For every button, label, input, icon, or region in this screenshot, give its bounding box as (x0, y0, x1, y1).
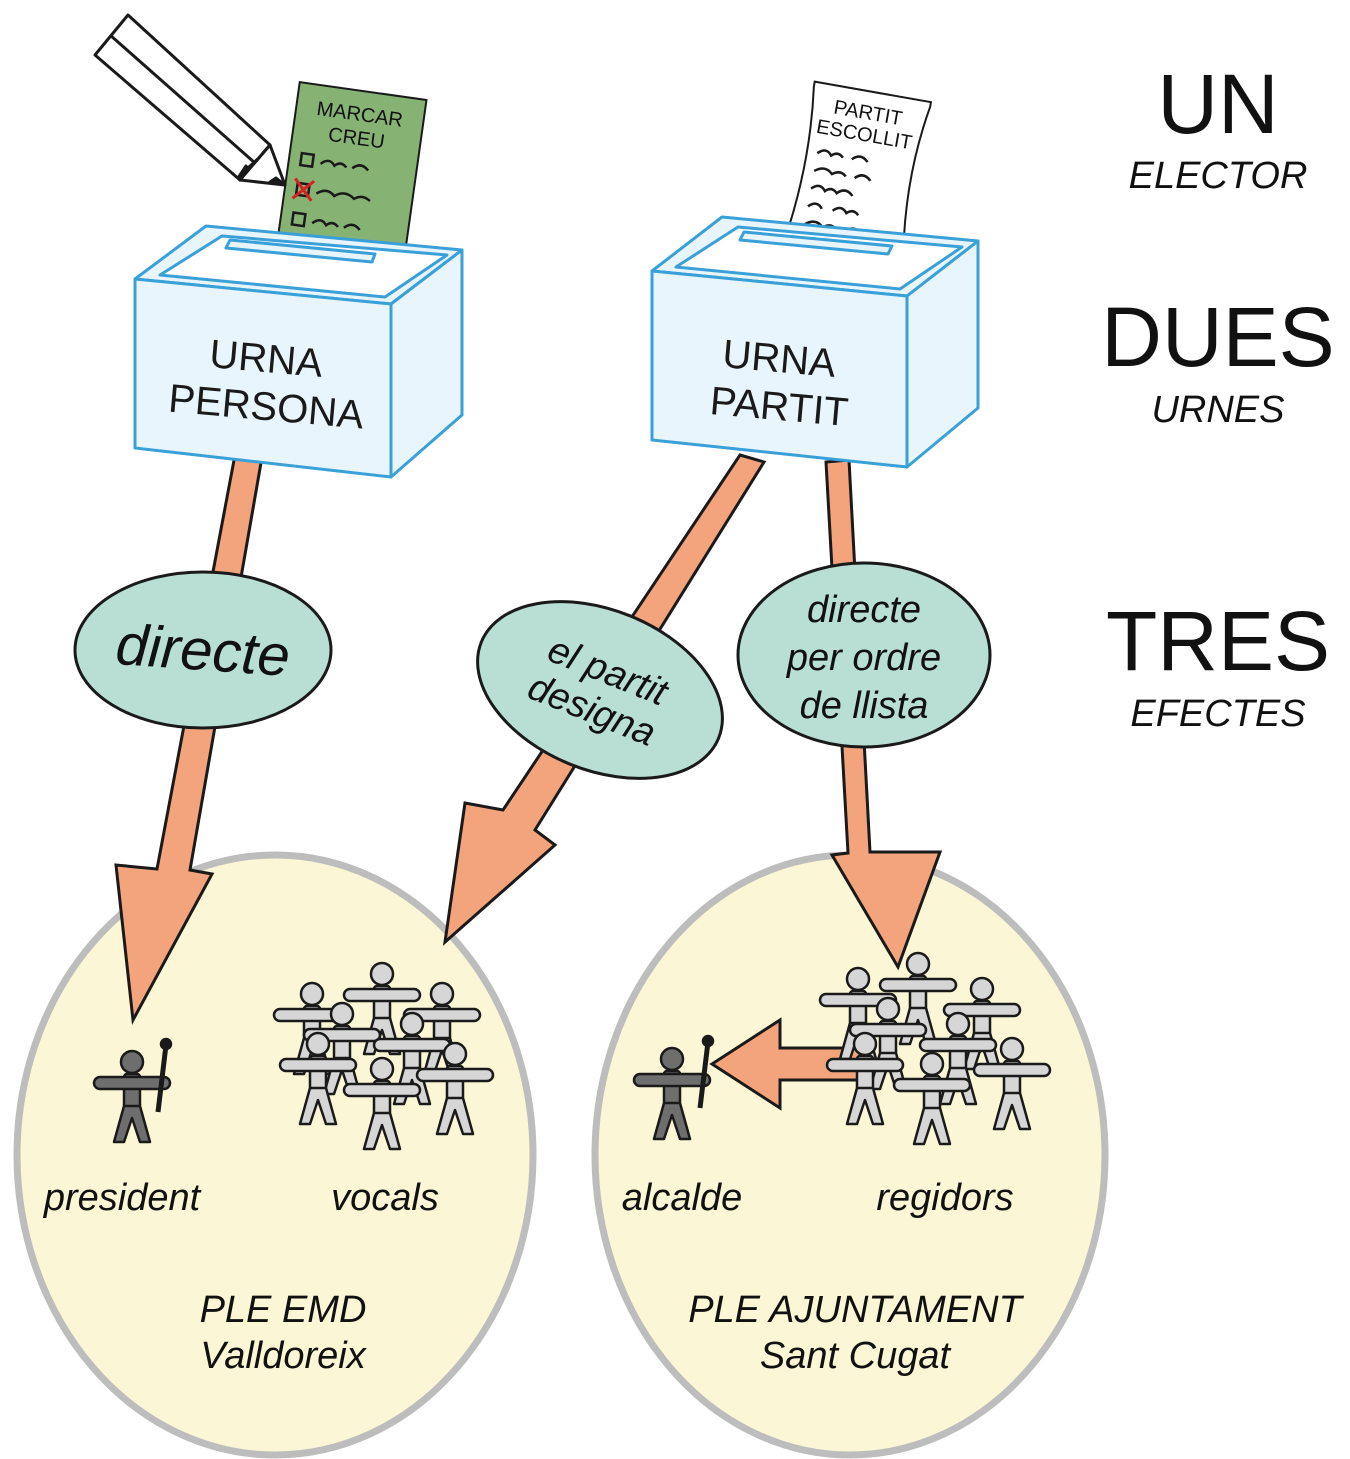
pencil-icon (93, 13, 287, 187)
president-figure-icon (92, 1037, 173, 1144)
role-president: president (43, 1177, 202, 1219)
heading-tres: TRES (1106, 594, 1330, 688)
ple-emd-line1: PLE EMD (200, 1289, 367, 1331)
ple-ajuntament-line2: Sant Cugat (760, 1335, 952, 1377)
ple-ajuntament-line1: PLE AJUNTAMENT (688, 1289, 1024, 1331)
effect-llista-line3: de llista (800, 685, 929, 727)
effect-directe-label: directe (114, 612, 292, 689)
urn-partit (650, 215, 980, 469)
heading-dues: DUES (1101, 290, 1334, 384)
heading-un: UN (1157, 57, 1278, 151)
effect-llista-line1: directe (807, 589, 921, 631)
urn-partit-line1: URNA (721, 332, 838, 386)
urn-persona-line1: URNA (208, 332, 325, 386)
ple-emd-line2: Valldoreix (200, 1335, 367, 1377)
effect-llista-line2: per ordre (786, 637, 941, 679)
ple-emd-ellipse (13, 851, 537, 1459)
heading-tres-sub: EFECTES (1130, 693, 1305, 735)
role-alcalde: alcalde (622, 1177, 742, 1219)
role-regidors: regidors (876, 1177, 1013, 1219)
urn-persona (133, 224, 464, 479)
bubble-designa (476, 600, 724, 780)
arrow-regidors-alcalde (709, 1017, 862, 1111)
bubble-directe (73, 570, 333, 730)
heading-un-sub: ELECTOR (1129, 155, 1308, 197)
alcalde-figure-icon (632, 1034, 715, 1141)
bubble-llista (736, 561, 992, 749)
role-vocals: vocals (331, 1177, 439, 1219)
heading-dues-sub: URNES (1151, 389, 1284, 431)
